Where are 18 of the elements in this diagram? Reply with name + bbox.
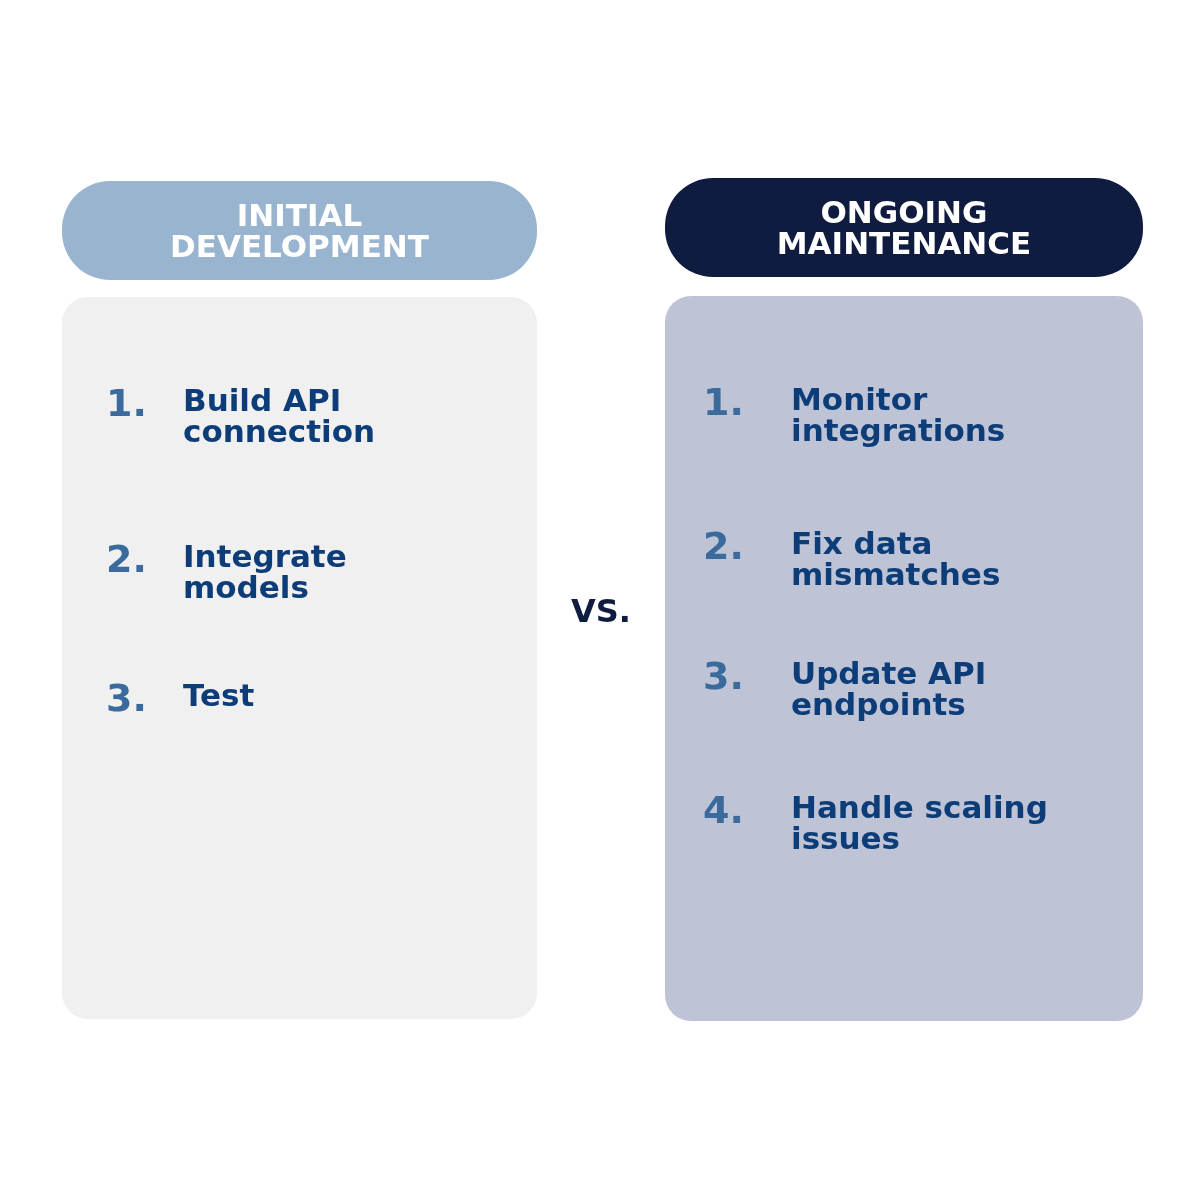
list-number: 2. <box>106 539 147 579</box>
list-item-text: Build API connection <box>183 385 377 447</box>
list-number: 1. <box>106 383 147 423</box>
list-item-text: Monitor integrations <box>791 384 1007 446</box>
list-number: 4. <box>703 790 744 830</box>
list-item-text: Update API endpoints <box>791 658 988 720</box>
list-panel <box>665 296 1143 1021</box>
versus-label: VS. <box>571 592 631 630</box>
list-item-text: Handle scaling issues <box>791 792 1049 854</box>
column-header: ONGOING MAINTENANCE <box>665 178 1143 277</box>
list-number: 3. <box>106 678 147 718</box>
list-item-text: Integrate models <box>183 541 348 603</box>
list-number: 2. <box>703 526 744 566</box>
list-item-text: Test <box>183 680 256 711</box>
column-header: INITIAL DEVELOPMENT <box>62 181 537 280</box>
list-item-text: Fix data mismatches <box>791 528 1002 590</box>
list-number: 3. <box>703 656 744 696</box>
list-number: 1. <box>703 382 744 422</box>
